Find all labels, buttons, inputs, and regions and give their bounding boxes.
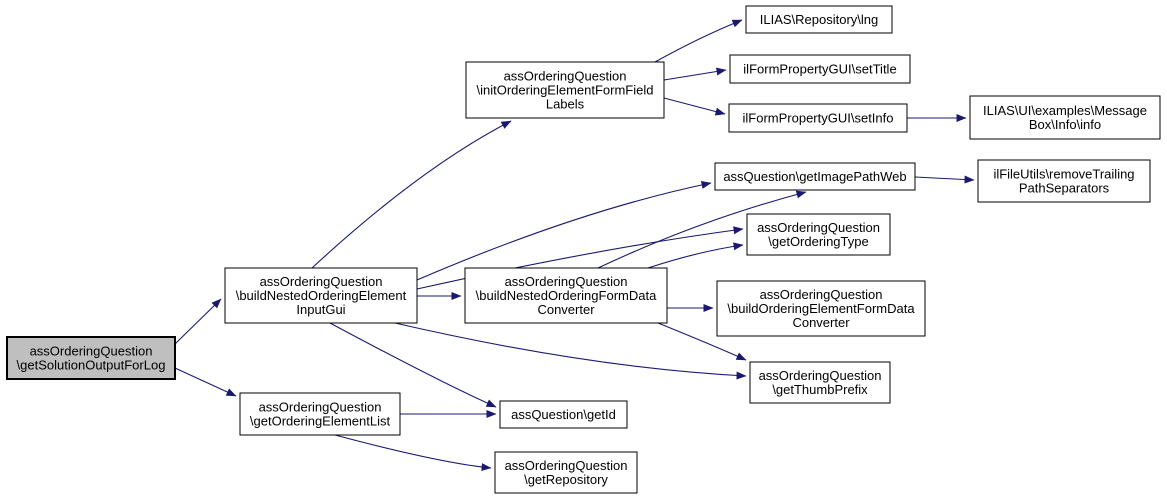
edge-buildNestedOrderingElementInputGui-to-getImagePathWeb [416, 181, 712, 281]
edges-layer [174, 19, 975, 472]
node-box-getOrderingType[interactable] [746, 213, 891, 256]
node-label-line: \initOrderingElementFormField [476, 83, 653, 98]
node-label-getSolutionOutputForLog: assOrderingQuestion\getSolutionOutputFor… [17, 344, 166, 373]
node-label-line: \buildNestedOrderingElement [236, 288, 407, 303]
edge-buildNestedOrderingElementInputGui-to-initOrderingElementFormFieldLabels [311, 120, 512, 269]
node-label-line: assOrderingQuestion [760, 287, 883, 302]
nodes-layer: assOrderingQuestion\getSolutionOutputFor… [6, 5, 1161, 494]
node-box-buildNestedOrderingElementInputGui[interactable] [224, 267, 418, 324]
node-label-line: assOrderingQuestion [759, 368, 882, 383]
edge-buildNestedOrderingElementInputGui-to-getThumbPrefix [394, 322, 747, 380]
node-label-line: Converter [792, 315, 850, 330]
node-box-buildNestedOrderingFormDataConverter[interactable] [464, 267, 668, 324]
node-label-line: ILIAS\UI\examples\Message [983, 103, 1147, 118]
edge-buildNestedOrderingFormDataConverter-to-getOrderingType [647, 242, 744, 269]
node-label-line: assOrderingQuestion [259, 400, 382, 415]
node-label-line: assOrderingQuestion [504, 69, 627, 84]
node-box-removeTrailingPathSeparators[interactable] [977, 159, 1151, 203]
node-label-line: \getOrderingElementList [250, 414, 391, 429]
node-box-lng[interactable] [745, 5, 893, 34]
node-box-buildOrderingElementFormDataConverter[interactable] [716, 280, 926, 337]
node-label-line: assOrderingQuestion [30, 344, 153, 359]
edge-getOrderingElementList-to-getRepository [334, 434, 492, 472]
node-getRepository[interactable]: assOrderingQuestion\getRepository [494, 451, 638, 494]
node-label-getThumbPrefix: assOrderingQuestion\getThumbPrefix [759, 368, 882, 397]
node-label-line: \buildNestedOrderingFormData [476, 288, 657, 303]
node-label-line: InputGui [296, 302, 345, 317]
node-label-line: ilFormPropertyGUI\setInfo [743, 111, 894, 126]
node-label-line: \getOrderingType [768, 234, 868, 249]
node-label-getRepository: assOrderingQuestion\getRepository [505, 458, 628, 487]
node-box-getRepository[interactable] [494, 451, 638, 494]
node-box-initOrderingElementFormFieldLabels[interactable] [465, 61, 665, 119]
node-buildOrderingElementFormDataConverter[interactable]: assOrderingQuestion\buildOrderingElement… [716, 280, 926, 337]
node-label-line: assOrderingQuestion [757, 220, 880, 235]
node-label-line: assOrderingQuestion [505, 458, 628, 473]
node-box-getImagePathWeb[interactable] [714, 162, 916, 191]
node-getImagePathWeb[interactable]: assQuestion\getImagePathWeb [714, 162, 916, 191]
node-label-line: ILIAS\Repository\lng [760, 12, 879, 27]
edge-getImagePathWeb-to-removeTrailingPathSeparators [914, 175, 975, 184]
node-box-getThumbPrefix[interactable] [749, 361, 891, 404]
edge-buildNestedOrderingFormDataConverter-to-getThumbPrefix [657, 322, 747, 361]
node-box-getSolutionOutputForLog[interactable] [6, 336, 176, 380]
edge-initOrderingElementFormFieldLabels-to-setTitle [663, 67, 727, 81]
node-buildNestedOrderingFormDataConverter[interactable]: assOrderingQuestion\buildNestedOrderingF… [464, 267, 668, 324]
node-label-setInfo: ilFormPropertyGUI\setInfo [743, 111, 894, 126]
node-label-buildOrderingElementFormDataConverter: assOrderingQuestion\buildOrderingElement… [727, 287, 915, 330]
node-initOrderingElementFormFieldLabels[interactable]: assOrderingQuestion\initOrderingElementF… [465, 61, 665, 119]
node-box-getId[interactable] [499, 400, 628, 429]
node-label-line: \getRepository [524, 472, 608, 487]
node-label-lng: ILIAS\Repository\lng [760, 12, 879, 27]
node-label-line: ilFormPropertyGUI\setTitle [743, 62, 896, 77]
edge-buildNestedOrderingElementInputGui-to-getOrderingType [416, 226, 744, 290]
node-label-line: Labels [546, 97, 585, 112]
node-label-line: assOrderingQuestion [260, 274, 383, 289]
edge-getSolutionOutputForLog-to-getOrderingElementList [174, 367, 237, 397]
node-getOrderingElementList[interactable]: assOrderingQuestion\getOrderingElementLi… [239, 392, 401, 436]
node-getSolutionOutputForLog[interactable]: assOrderingQuestion\getSolutionOutputFor… [6, 336, 176, 380]
node-label-getId: assQuestion\getId [511, 407, 616, 422]
node-label-buildNestedOrderingFormDataConverter: assOrderingQuestion\buildNestedOrderingF… [476, 274, 657, 317]
edge-initOrderingElementFormFieldLabels-to-lng [654, 19, 743, 63]
node-label-line: \buildOrderingElementFormData [727, 301, 915, 316]
node-label-line: \getSolutionOutputForLog [17, 358, 166, 373]
node-label-line: assQuestion\getId [511, 407, 616, 422]
node-getId[interactable]: assQuestion\getId [499, 400, 628, 429]
node-lng[interactable]: ILIAS\Repository\lng [745, 5, 893, 34]
node-label-line: \getThumbPrefix [772, 382, 868, 397]
node-setInfo[interactable]: ilFormPropertyGUI\setInfo [728, 103, 908, 133]
node-getThumbPrefix[interactable]: assOrderingQuestion\getThumbPrefix [749, 361, 891, 404]
node-label-buildNestedOrderingElementInputGui: assOrderingQuestion\buildNestedOrderingE… [236, 274, 407, 317]
node-box-getOrderingElementList[interactable] [239, 392, 401, 436]
node-label-line: assQuestion\getImagePathWeb [723, 169, 906, 184]
node-box-messageBoxInfo[interactable] [969, 95, 1161, 140]
node-label-line: PathSeparators [1019, 181, 1110, 196]
node-buildNestedOrderingElementInputGui[interactable]: assOrderingQuestion\buildNestedOrderingE… [224, 267, 418, 324]
edge-buildNestedOrderingElementInputGui-to-getId [329, 322, 497, 408]
node-label-getImagePathWeb: assQuestion\getImagePathWeb [723, 169, 906, 184]
node-label-line: Converter [537, 302, 595, 317]
node-label-line: Box\Info\info [1029, 117, 1101, 132]
node-label-line: assOrderingQuestion [505, 274, 628, 289]
node-label-getOrderingType: assOrderingQuestion\getOrderingType [757, 220, 880, 249]
edge-buildNestedOrderingFormDataConverter-to-getImagePathWeb [597, 190, 807, 269]
node-label-setTitle: ilFormPropertyGUI\setTitle [743, 62, 896, 77]
node-label-getOrderingElementList: assOrderingQuestion\getOrderingElementLi… [250, 400, 391, 429]
edge-getSolutionOutputForLog-to-buildNestedOrderingElementInputGui [174, 298, 222, 345]
node-getOrderingType[interactable]: assOrderingQuestion\getOrderingType [746, 213, 891, 256]
edge-initOrderingElementFormFieldLabels-to-setInfo [663, 97, 726, 116]
node-setTitle[interactable]: ilFormPropertyGUI\setTitle [729, 54, 911, 84]
node-box-setInfo[interactable] [728, 103, 908, 133]
node-label-line: ilFileUtils\removeTrailing [993, 167, 1134, 182]
node-box-setTitle[interactable] [729, 54, 911, 84]
node-label-initOrderingElementFormFieldLabels: assOrderingQuestion\initOrderingElementF… [476, 69, 653, 112]
